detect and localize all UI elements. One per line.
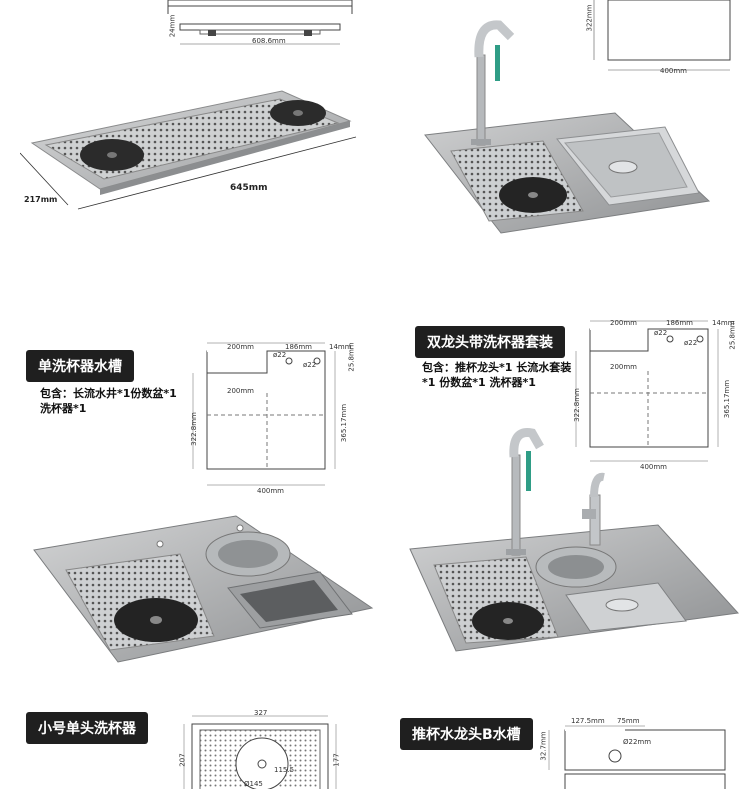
- small-washer-dimension-drawing: [183, 715, 337, 793]
- dim-label-400: 400mm: [640, 463, 667, 471]
- section-title-faucet-b-sink: 推杯水龙头B水槽: [400, 718, 533, 750]
- dim-label-phi-a: ø22: [273, 351, 287, 359]
- dim-label-365-17: 365.17mm: [340, 403, 349, 443]
- sink-top-view-drawing: [593, 0, 731, 71]
- small-washer-drawing: 327 207 177 115.5 Ø145: [178, 708, 348, 793]
- section-title-small-washer: 小号单头洗杯器: [26, 712, 148, 744]
- dim-label-200-top: 200mm: [227, 343, 254, 351]
- section-title-double-faucet-set: 双龙头带洗杯器套装: [415, 326, 565, 358]
- dim-label-phi-a: ø22: [654, 329, 668, 337]
- dim-label-200-mid: 200mm: [610, 363, 637, 371]
- dim-label-phi-b: ø22: [684, 339, 698, 347]
- dim-label-200-top: 200mm: [610, 319, 637, 327]
- dim-label-phi22: Ø22mm: [623, 738, 652, 746]
- faucet-b-dimension-drawing: [548, 725, 726, 793]
- single-washer-sink-photo: [30, 510, 375, 670]
- dim-label-322-8: 322.8mm: [572, 388, 581, 422]
- dim-label-127-5: 127.5mm: [571, 717, 605, 725]
- faucet-b-drawing: 127.5mm 75mm 32.7mm Ø22mm: [535, 712, 735, 793]
- double-faucet-sink: [409, 428, 740, 652]
- dim-height-label: 24mm: [168, 14, 177, 38]
- single-washer-sink: [33, 515, 374, 663]
- dim-label-phi145: Ø145: [244, 780, 263, 788]
- long-drip-tray-photo: 217mm 645mm: [19, 85, 380, 215]
- dim-width-label: 608.6mm: [252, 37, 286, 45]
- dim-label-400: 400mm: [257, 487, 284, 495]
- dim-label-phi-b: ø22: [303, 361, 317, 369]
- single-sink-drawing: 200mm 186mm 14mm 25.8mm 200mm 322.8mm 36…: [185, 335, 365, 500]
- dim-label-177: 177: [332, 753, 341, 767]
- faucet-sink-photo: [415, 15, 715, 240]
- dim-label-14: 14mm: [712, 319, 735, 327]
- single-sink-dimension-drawing: [192, 342, 336, 486]
- double-faucet-sink-photo: [408, 425, 743, 660]
- dim-width-label: 400mm: [660, 67, 687, 75]
- long-drip-tray: [19, 90, 357, 210]
- dim-label-327: 327: [254, 709, 268, 717]
- dim-label-365-17: 365.17mm: [723, 379, 732, 419]
- dim-label-186: 186mm: [285, 343, 312, 351]
- dim-label-322-8: 322.8mm: [189, 412, 198, 446]
- dim-label-32-7: 32.7mm: [539, 731, 548, 761]
- dim-label-25-8: 25.8mm: [728, 320, 737, 350]
- faucet-sink: [424, 20, 711, 234]
- double-set-drawing: 200mm 186mm 14mm 25.8mm 200mm 322.8mm 36…: [570, 315, 745, 475]
- section-title-single-washer-sink: 单洗杯器水槽: [26, 350, 134, 382]
- dim-label-200-mid: 200mm: [227, 387, 254, 395]
- double-set-dimension-drawing: [575, 320, 719, 462]
- section-contents-single-washer-sink: 包含：长流水井*1份数盆*1 洗杯器*1: [40, 387, 177, 415]
- dim-label-25-8: 25.8mm: [347, 342, 356, 372]
- section-contents-double-faucet-set: 包含：推杯龙头*1 长流水套装*1 份数盆*1 洗杯器*1: [422, 361, 572, 389]
- top-right-drawing: 322mm 400mm: [580, 0, 740, 80]
- dim-label-14: 14mm: [329, 343, 352, 351]
- dim-length-label: 645mm: [230, 183, 268, 193]
- dim-label-207: 207: [178, 753, 187, 767]
- dim-label-75: 75mm: [617, 717, 640, 725]
- dim-label-115-5: 115.5: [274, 766, 295, 774]
- dim-depth-label: 217mm: [24, 195, 58, 204]
- tray-side-view: [167, 0, 353, 45]
- dim-label-186: 186mm: [666, 319, 693, 327]
- top-left-side-drawing: 24mm 608.6mm: [160, 0, 360, 50]
